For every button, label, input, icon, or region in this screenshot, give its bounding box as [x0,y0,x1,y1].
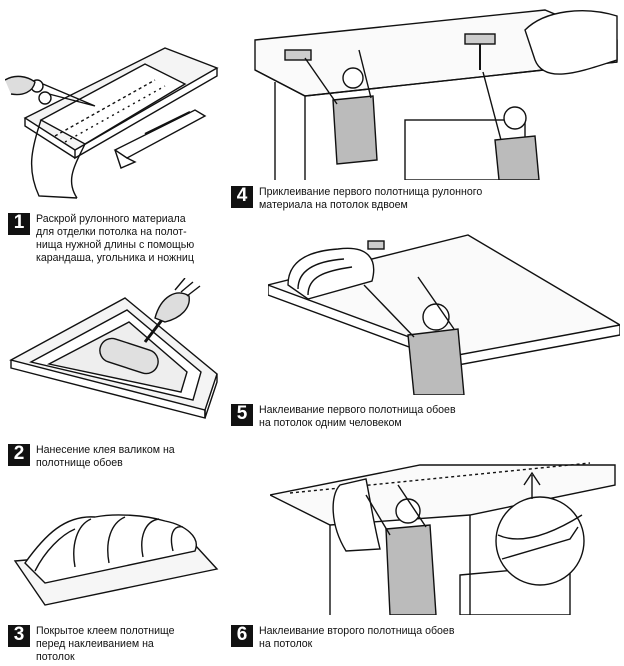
step-1-caption: 1 Раскрой рулонного материала для отделк… [8,213,223,265]
step-1-illustration [5,40,220,200]
brush-icon [284,33,496,70]
step-4-number: 4 [231,186,253,208]
step-3-caption: 3 Покрытое клеем полотнище перед наклеив… [8,625,223,664]
step-2-number: 2 [8,444,30,466]
step-4-text: Приклеивание первого полотнища рулонного… [259,186,483,211]
step-2-caption: 2 Нанесение клея валиком на полотнище об… [8,444,223,470]
step-6-caption: 6 Наклеивание второго полотнища обоев на… [231,625,531,651]
step-5-caption: 5 Наклеивание первого полотнища обоев на… [231,404,531,430]
step-1-text: Раскрой рулонного материала для отделки … [36,213,195,264]
step-2-text: Нанесение клея валиком на полотнище обое… [36,444,175,469]
step-3-illustration [5,505,220,610]
step-4-caption: 4 Приклеивание первого полотнища рулонно… [231,186,531,212]
step-6-illustration [270,455,620,615]
step-5-text: Наклеивание первого полотнища обоев на п… [259,404,456,429]
step-5-number: 5 [231,404,253,426]
step-3-text: Покрытое клеем полотнище перед наклеиван… [36,625,175,663]
step-1-number: 1 [8,213,30,235]
step-2-illustration [5,278,220,433]
step-5-illustration [268,225,620,395]
pencil-icon [144,111,191,135]
step-6-number: 6 [231,625,253,647]
step-3-number: 3 [8,625,30,647]
step-4-illustration [245,0,620,180]
step-6-text: Наклеивание второго полотнища обоев на п… [259,625,455,650]
